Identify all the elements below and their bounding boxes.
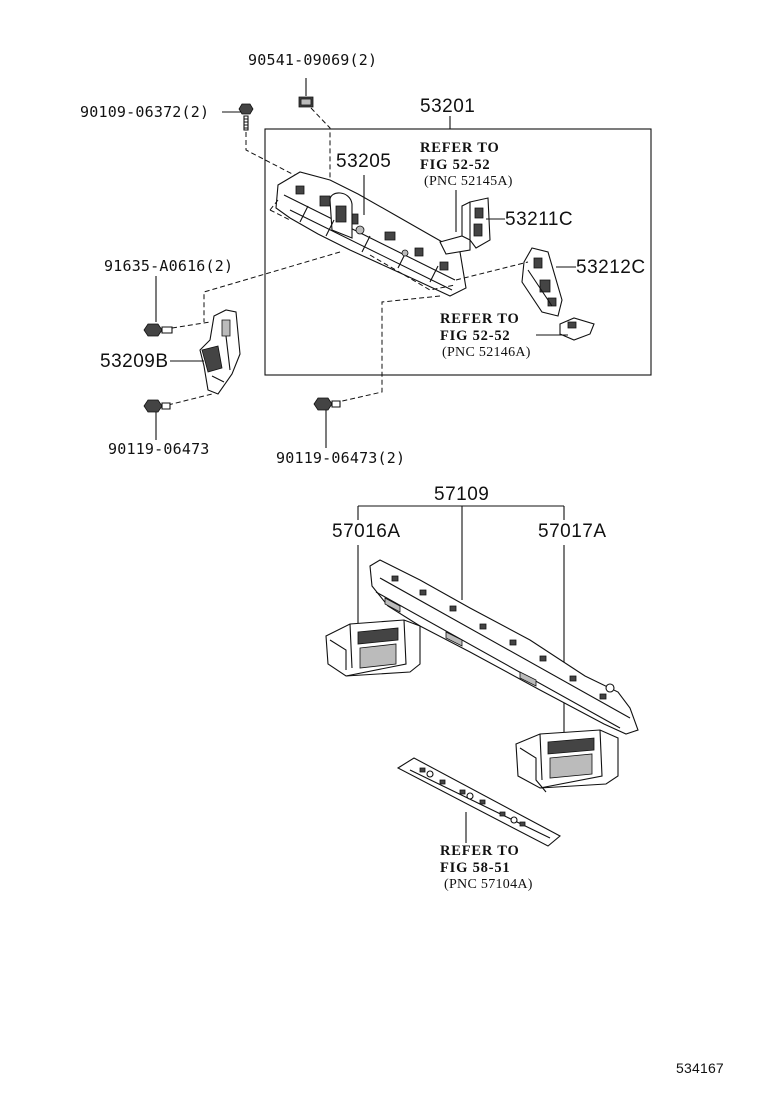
- dashed-line-53209b: [203, 251, 341, 322]
- label-57016a: 57016A: [332, 521, 401, 542]
- label-ref1-line1: REFER TO: [420, 140, 500, 156]
- label-bolt-90119-a: 90119-06473: [108, 440, 210, 458]
- label-ref2-line1: REFER TO: [440, 311, 520, 327]
- radiator-support-53205-icon: [275, 171, 467, 297]
- bolt-90119-a-icon: [143, 399, 171, 413]
- label-bolt-90541: 90541-09069(2): [248, 51, 378, 69]
- label-53211c: 53211C: [505, 209, 574, 230]
- bolt-90119-b-icon: [313, 397, 341, 411]
- extension-57017a-icon: [515, 729, 619, 793]
- bracket-53212c-icon: [521, 247, 595, 341]
- label-57109: 57109: [434, 484, 490, 505]
- dashed-line-90119-b: [337, 295, 441, 403]
- label-53212c: 53212C: [576, 257, 646, 278]
- bolt-90541-icon: [298, 78, 314, 108]
- label-ref1-line2: FIG 52-52: [420, 157, 491, 173]
- dashed-outline-53205: [269, 199, 456, 291]
- leader-57109: [357, 505, 565, 600]
- bolt-91635-icon: [143, 323, 173, 337]
- label-53209b: 53209B: [100, 351, 169, 372]
- bolt-90109-icon: [222, 103, 254, 131]
- label-ref1-pnc: (PNC 52145A): [424, 174, 513, 189]
- label-bolt-90119-b: 90119-06473(2): [276, 449, 406, 467]
- label-57017a: 57017A: [538, 521, 607, 542]
- label-ref3-line2: FIG 58-51: [440, 860, 511, 876]
- label-ref3-line1: REFER TO: [440, 843, 520, 859]
- label-bolt-91635: 91635-A0616(2): [104, 257, 234, 275]
- label-ref3-pnc: (PNC 57104A): [444, 877, 533, 892]
- crossmember-57109-icon: [369, 559, 639, 735]
- dashed-line-53212c: [455, 261, 529, 281]
- label-diagram-id: 534167: [676, 1060, 724, 1076]
- bracket-53211c-icon: [439, 197, 491, 255]
- bracket-53209b-icon: [199, 309, 241, 395]
- label-ref2-line2: FIG 52-52: [440, 328, 511, 344]
- label-53201: 53201: [420, 96, 476, 117]
- extension-57016a-icon: [325, 619, 421, 677]
- dashed-line-90109: [245, 132, 301, 179]
- label-ref2-pnc: (PNC 52146A): [442, 345, 531, 360]
- floor-crossmember-icon: [396, 757, 561, 847]
- label-53205: 53205: [336, 151, 392, 172]
- dashed-line-91635: [171, 321, 211, 329]
- assembly-box-53201: [264, 128, 652, 376]
- label-bolt-90109: 90109-06372(2): [80, 103, 210, 121]
- dashed-line-90119-a: [167, 393, 213, 406]
- dashed-line-90541: [310, 107, 331, 190]
